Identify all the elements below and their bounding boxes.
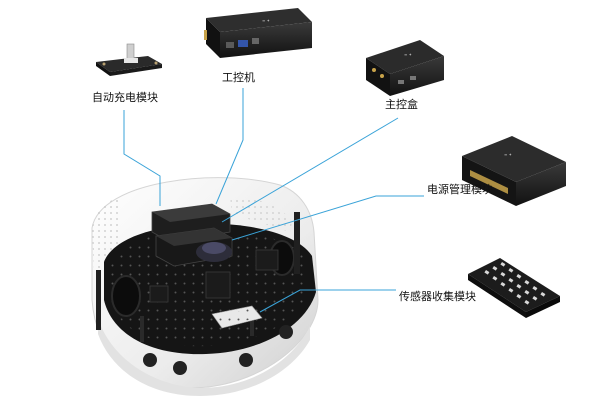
robot-chassis	[91, 177, 319, 396]
standoff	[140, 316, 144, 342]
standoff	[96, 270, 101, 330]
standoff	[294, 212, 300, 274]
robot-skirt	[98, 318, 310, 396]
main-control-box-label: 主控盒	[385, 98, 418, 111]
small-module	[205, 271, 231, 299]
svg-text:≡ ✦: ≡ ✦	[404, 52, 413, 57]
standoff	[250, 310, 254, 336]
caster-wheel	[143, 353, 157, 367]
sensor-module-image	[468, 258, 560, 318]
lidar-lens	[202, 242, 226, 254]
main-control-box-image: ≡ ✦	[366, 40, 444, 96]
small-module	[149, 285, 169, 303]
caster-wheel	[173, 361, 187, 375]
left-wheel	[111, 275, 141, 317]
leader-line-sensor	[259, 289, 396, 313]
leader-line-power	[231, 195, 424, 241]
power-module-image: ≡ ✦	[462, 136, 566, 206]
small-module	[255, 249, 279, 271]
auto-charge-module-image	[96, 43, 162, 76]
leader-lines	[123, 88, 424, 313]
leader-line-charge	[123, 110, 161, 206]
leader-line-ipc	[215, 88, 244, 205]
caster-wheel	[279, 325, 293, 339]
svg-text:≡ ✦: ≡ ✦	[262, 18, 271, 23]
leader-line-main	[221, 117, 399, 223]
industrial-pc-label: 工控机	[222, 71, 255, 84]
industrial-pc-image: ≡ ✦	[204, 8, 312, 58]
auto-charge-module-label: 自动充电模块	[92, 91, 158, 104]
board-keypad-module	[211, 305, 263, 329]
sensor-collection-module-label: 传感器收集模块	[399, 290, 476, 303]
caster-wheel	[239, 353, 253, 367]
svg-text:≡ ✦: ≡ ✦	[504, 152, 513, 157]
shell-vent-right	[230, 196, 292, 232]
power-management-module-label: 电源管理模块	[427, 183, 493, 196]
